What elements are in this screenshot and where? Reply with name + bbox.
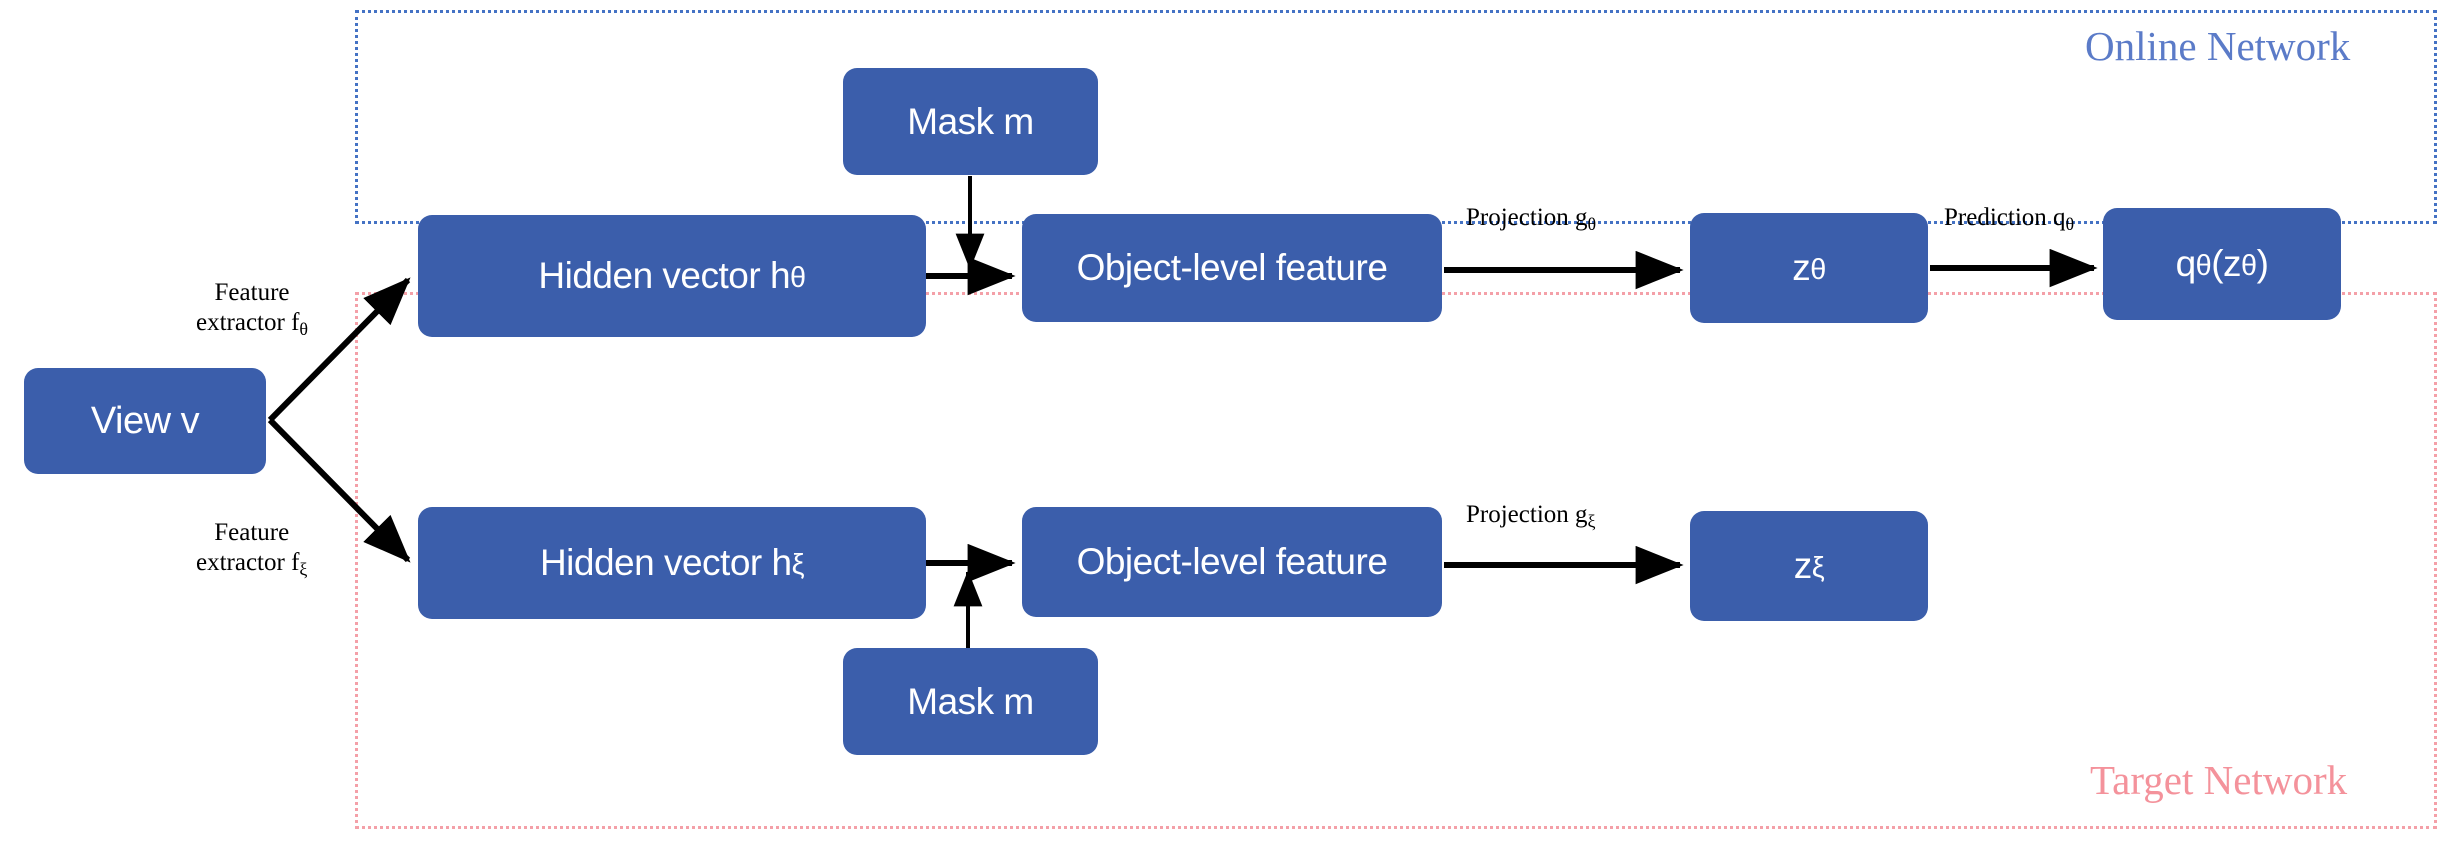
- node-object-level-feature-online[interactable]: Object-level feature: [1022, 214, 1442, 322]
- node-mask-m-online[interactable]: Mask m: [843, 68, 1098, 175]
- edge-label-feature-extractor-theta-line1: Feature: [214, 279, 290, 306]
- target-network-label: Target Network: [2090, 757, 2348, 803]
- edge-label-prediction-q-theta: Prediction qθ: [1944, 203, 2075, 234]
- edge-label-feature-extractor-theta-line2-wrap: extractor fθ: [196, 308, 309, 339]
- node-q-theta-label: q: [2175, 243, 2197, 284]
- edge-label-feature-extractor-xi: Feature extractor fξ: [196, 518, 308, 579]
- node-hidden-vector-xi-subscript: ξ: [791, 548, 805, 581]
- node-view-v[interactable]: View v: [24, 368, 266, 474]
- edge-label-projection-g-theta-text: Projection g: [1466, 204, 1588, 231]
- node-mask-m-target-label: Mask m: [907, 680, 1034, 722]
- node-hidden-vector-theta-label: Hidden vector h: [538, 255, 791, 296]
- node-q-theta-suffix-subscript: θ: [2241, 249, 2257, 282]
- edge-label-prediction-q-theta-text: Prediction q: [1944, 204, 2066, 231]
- node-z-theta-label: z: [1792, 247, 1811, 288]
- node-view-v-label: View v: [90, 399, 200, 442]
- node-object-level-feature-online-label: Object-level feature: [1076, 247, 1388, 288]
- node-object-level-feature-target[interactable]: Object-level feature: [1022, 507, 1442, 617]
- node-mask-m-target[interactable]: Mask m: [843, 648, 1098, 755]
- edge-label-feature-extractor-xi-line1: Feature: [214, 519, 290, 546]
- edge-label-projection-g-xi: Projection gξ: [1466, 500, 1596, 531]
- node-hidden-vector-theta-subscript: θ: [790, 261, 806, 294]
- node-mask-m-online-label: Mask m: [907, 100, 1034, 142]
- node-z-xi-label: z: [1793, 545, 1813, 586]
- edge-label-feature-extractor-theta: Feature extractor fθ: [196, 278, 309, 339]
- node-q-theta-suffix: (z: [2211, 243, 2242, 284]
- edge-label-feature-extractor-theta-line2: extractor f: [196, 308, 300, 336]
- edge-label-feature-extractor-xi-subscript: ξ: [299, 558, 308, 579]
- edge-label-projection-g-xi-subscript: ξ: [1587, 511, 1596, 531]
- edge-label-feature-extractor-theta-subscript: θ: [299, 318, 309, 339]
- node-hidden-vector-xi-label: Hidden vector h: [539, 542, 792, 583]
- node-q-theta-subscript: θ: [2195, 249, 2212, 282]
- edge-label-projection-g-theta: Projection gθ: [1466, 203, 1597, 234]
- edge-label-projection-g-theta-subscript: θ: [1587, 214, 1597, 234]
- node-z-xi-subscript: ξ: [1811, 551, 1825, 584]
- edge-label-feature-extractor-xi-line2: extractor f: [196, 548, 300, 576]
- edge-label-feature-extractor-xi-line2-wrap: extractor fξ: [196, 548, 308, 579]
- node-z-theta-subscript: θ: [1810, 253, 1826, 286]
- edge-label-projection-g-xi-text: Projection g: [1466, 501, 1588, 528]
- node-q-theta-suffix-end: ): [2256, 243, 2269, 284]
- online-network-label: Online Network: [2085, 23, 2351, 69]
- node-object-level-feature-target-label: Object-level feature: [1076, 541, 1388, 582]
- edge-label-prediction-q-theta-subscript: θ: [2065, 214, 2075, 234]
